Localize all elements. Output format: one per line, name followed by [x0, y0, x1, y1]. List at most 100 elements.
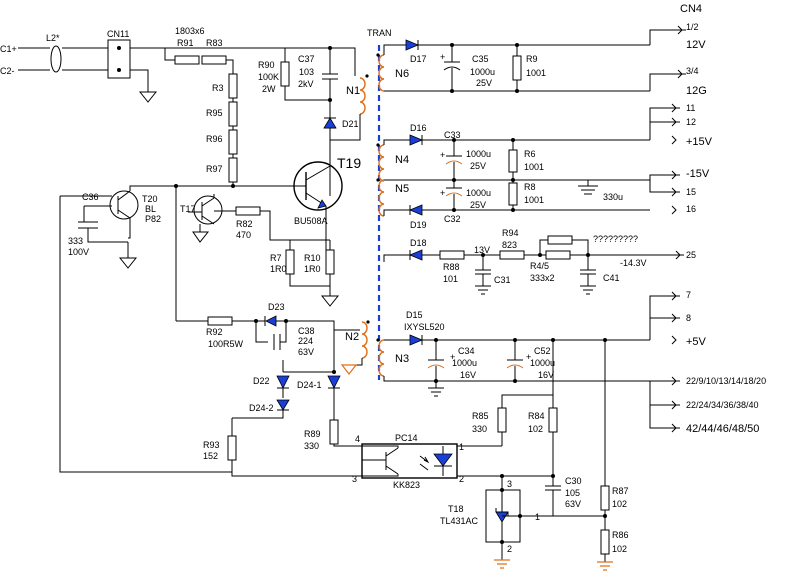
svg-text:R87: R87 [612, 486, 629, 496]
d18-section: D18 R88 101 13V C31 R94 823 R4/5 333x2 ?… [383, 228, 684, 295]
pc14-box [361, 443, 458, 479]
cn11-pin1 [117, 46, 121, 50]
svg-text:13V: 13V [474, 245, 490, 255]
svg-text:1001: 1001 [524, 195, 544, 205]
cn11-label: CN11 [107, 29, 129, 39]
svg-text:102: 102 [612, 544, 627, 554]
svg-text:D22: D22 [253, 376, 270, 386]
svg-text:P82: P82 [145, 214, 161, 224]
svg-text:BL: BL [145, 204, 156, 214]
svg-text:224: 224 [298, 336, 313, 346]
svg-text:D21: D21 [342, 119, 359, 129]
n3-5v: N3 D15 IXYSL520 C34 1000u 16V + C52 1000… [376, 310, 650, 397]
cn4-pin-markers [671, 25, 683, 433]
aux-supply: R92 100R5W D23 C38 224 63V N2 [176, 302, 370, 375]
svg-text:R89: R89 [304, 429, 321, 439]
svg-text:C31: C31 [494, 275, 511, 285]
svg-text:103: 103 [299, 67, 314, 77]
r4-5 [545, 250, 571, 260]
cn11-ground [138, 91, 158, 103]
svg-text:R94: R94 [502, 228, 519, 238]
svg-text:T18: T18 [448, 504, 464, 514]
svg-text:D24-1: D24-1 [297, 380, 322, 390]
r95 [228, 101, 238, 127]
svg-text:-14.3V: -14.3V [620, 258, 647, 268]
feedback: R85 330 R84 102 C30 105 63V 3 2 1 T18 TL… [440, 340, 629, 571]
svg-text:N3: N3 [395, 353, 409, 365]
t20-section: T20 BL P82 C36 333 100V [59, 184, 233, 473]
r91 [174, 55, 200, 65]
d23 [265, 315, 277, 327]
svg-text:152: 152 [203, 451, 218, 461]
svg-text:R8: R8 [524, 182, 536, 192]
emitter-resistors: R7 1R0 R10 1R0 [270, 240, 340, 307]
svg-text:25V: 25V [470, 200, 486, 210]
svg-text:3: 3 [507, 479, 512, 489]
d22 [276, 375, 290, 389]
svg-text:C37: C37 [298, 54, 315, 64]
svg-text:N2: N2 [345, 331, 359, 343]
svg-text:15: 15 [686, 187, 696, 197]
svg-text:3/4: 3/4 [686, 66, 699, 76]
svg-text:R10: R10 [304, 253, 321, 263]
svg-text:R84: R84 [528, 411, 545, 421]
svg-text:2W: 2W [262, 84, 276, 94]
svg-text:823: 823 [502, 240, 517, 250]
svg-text:R91: R91 [177, 38, 194, 48]
svg-text:+: + [526, 352, 531, 362]
svg-text:TRAN: TRAN [367, 28, 392, 38]
svg-text:R90: R90 [258, 60, 275, 70]
svg-text:D16: D16 [410, 123, 427, 133]
svg-text:D18: D18 [410, 238, 427, 248]
c1-label: C1+ [0, 44, 17, 54]
d19 [408, 204, 423, 216]
t17-section: T17 R82 470 [175, 186, 330, 321]
c2-label: C2- [0, 66, 15, 76]
svg-text:22/24/34/36/38/40: 22/24/34/36/38/40 [686, 400, 759, 410]
snubber: R90 100K 2W C37 103 2kV [258, 46, 338, 102]
r87 [600, 485, 610, 511]
pc14-opto: PC14 KK823 4 3 1 2 [231, 433, 553, 490]
svg-text:R92: R92 [206, 327, 223, 337]
r96 [228, 129, 238, 155]
d24-1 [327, 375, 341, 389]
svg-text:N1: N1 [346, 85, 360, 97]
svg-text:1R0: 1R0 [304, 264, 321, 274]
n2-coil [361, 321, 368, 359]
svg-text:1/2: 1/2 [686, 22, 699, 32]
svg-text:12: 12 [686, 117, 696, 127]
input-wires-2 [62, 47, 108, 71]
svg-text:25V: 25V [470, 161, 486, 171]
svg-text:C38: C38 [298, 326, 315, 336]
r92 [207, 316, 233, 326]
svg-text:BU508A: BU508A [294, 216, 328, 226]
r6 [508, 149, 518, 173]
svg-text:25V: 25V [476, 78, 492, 88]
svg-text:1: 1 [459, 442, 464, 452]
svg-text:C52: C52 [534, 346, 551, 356]
r94 [499, 250, 525, 260]
c41 [580, 255, 596, 286]
svg-text:R95: R95 [206, 108, 223, 118]
svg-text:330: 330 [472, 424, 487, 434]
svg-text:R82: R82 [236, 219, 253, 229]
svg-text:102: 102 [528, 424, 543, 434]
svg-text:C32: C32 [444, 214, 461, 224]
t20-body [109, 190, 139, 220]
svg-text:+: + [440, 150, 445, 160]
svg-text:4: 4 [355, 434, 360, 444]
cn11-box [107, 39, 131, 79]
n3-coil [378, 339, 385, 377]
d24-2 [276, 399, 290, 411]
svg-text:R83: R83 [206, 38, 223, 48]
r9 [512, 55, 522, 81]
n6-coil [378, 54, 385, 92]
svg-text:N4: N4 [395, 154, 409, 166]
c38 [255, 321, 287, 350]
svg-text:D23: D23 [268, 302, 285, 312]
n5-coil [378, 179, 385, 217]
svg-text:2: 2 [507, 544, 512, 554]
n6-12v: N6 D17 + C35 1000u 25V R9 1001 [376, 39, 650, 93]
svg-text:N6: N6 [395, 68, 409, 80]
